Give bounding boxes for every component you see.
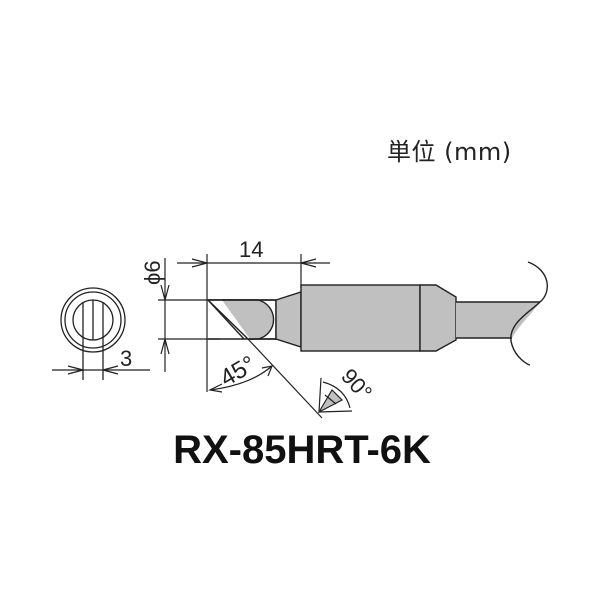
diameter-dimension-lines [158,258,220,372]
width-dimension: 3 [120,346,132,371]
unit-label: 単位 (mm) [387,138,512,166]
diameter-dimension: ϕ6 [140,260,165,285]
tip-body [206,261,548,366]
length-dimension: 14 [239,237,263,262]
model-name: RX-85HRT-6K [173,428,431,472]
bevel-angle-label: 45° [216,351,261,393]
length-dimension-lines [177,254,330,392]
edge-angle-annotation [317,377,353,414]
bevel-angle-annotation [208,338,323,419]
edge-angle-label: 90° [336,364,377,405]
end-view [52,287,150,380]
